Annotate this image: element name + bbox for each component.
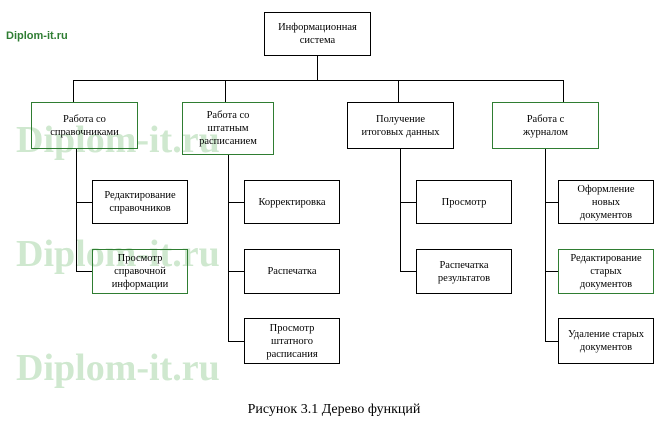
connector-branch-drop-1 — [73, 80, 74, 102]
watermark-line-3: Diplom-it.ru — [16, 347, 220, 389]
node-branch-4-child-3-label: Удаление старых документов — [567, 329, 645, 353]
connector-stub-2-3 — [228, 341, 244, 342]
connector-stub-1-1 — [76, 202, 92, 203]
node-branch-4: Работа с журналом — [492, 102, 599, 149]
watermark-top-left: Diplom-it.ru — [6, 30, 68, 42]
connector-root-down — [317, 56, 318, 80]
connector-branch-drop-2 — [225, 80, 226, 102]
node-branch-4-child-3: Удаление старых документов — [558, 318, 654, 364]
node-branch-2-child-2: Распечатка — [244, 249, 340, 294]
node-branch-3-child-1: Просмотр — [416, 180, 512, 224]
node-branch-3-child-2: Распечатка результатов — [416, 249, 512, 294]
connector-stub-3-1 — [400, 202, 416, 203]
connector-spine-3 — [400, 149, 401, 271]
node-branch-4-child-1: Оформление новых документов — [558, 180, 654, 224]
node-branch-2-child-3: Просмотр штатного расписания — [244, 318, 340, 364]
node-branch-1-child-2: Просмотр справочной информации — [92, 249, 188, 294]
connector-stub-4-1 — [545, 202, 558, 203]
connector-stub-3-2 — [400, 271, 416, 272]
node-branch-1-child-1-label: Редактирование справочников — [104, 190, 176, 214]
node-branch-1-child-2-label: Просмотр справочной информации — [111, 253, 169, 290]
node-root: Информационная система — [264, 12, 371, 56]
figure-caption: Рисунок 3.1 Дерево функций — [247, 402, 421, 417]
node-branch-2-label: Работа со штатным расписанием — [199, 110, 257, 147]
connector-spine-4 — [545, 149, 546, 341]
node-branch-4-label: Работа с журналом — [522, 113, 569, 138]
node-branch-2-child-1-label: Корректировка — [258, 196, 326, 208]
connector-stub-2-2 — [228, 271, 244, 272]
node-branch-4-child-1-label: Оформление новых документов — [577, 183, 635, 221]
connector-stub-4-2 — [545, 271, 558, 272]
node-branch-1: Работа со справочниками — [31, 102, 138, 149]
node-branch-1-child-1: Редактирование справочников — [92, 180, 188, 224]
node-branch-1-label: Работа со справочниками — [50, 113, 119, 138]
node-branch-4-child-2-label: Редактирование старых документов — [570, 253, 642, 290]
node-branch-2-child-3-label: Просмотр штатного расписания — [266, 322, 318, 360]
connector-spine-2 — [228, 155, 229, 341]
node-branch-4-child-2: Редактирование старых документов — [558, 249, 654, 294]
connector-spine-1 — [76, 149, 77, 271]
node-branch-3-child-1-label: Просмотр — [441, 196, 487, 208]
node-branch-3-child-2-label: Распечатка результатов — [437, 259, 491, 284]
connector-stub-1-2 — [76, 271, 92, 272]
connector-stub-2-1 — [228, 202, 244, 203]
connector-stub-4-3 — [545, 341, 558, 342]
connector-branch-drop-3 — [398, 80, 399, 102]
node-branch-2-child-1: Корректировка — [244, 180, 340, 224]
node-branch-3-label: Получение итоговых данных — [361, 113, 440, 138]
node-branch-2: Работа со штатным расписанием — [182, 102, 274, 155]
node-branch-3: Получение итоговых данных — [347, 102, 454, 149]
node-branch-2-child-2-label: Распечатка — [267, 266, 317, 277]
connector-bus — [73, 80, 563, 81]
connector-branch-drop-4 — [563, 80, 564, 102]
node-root-label: Информационная система — [278, 22, 357, 46]
